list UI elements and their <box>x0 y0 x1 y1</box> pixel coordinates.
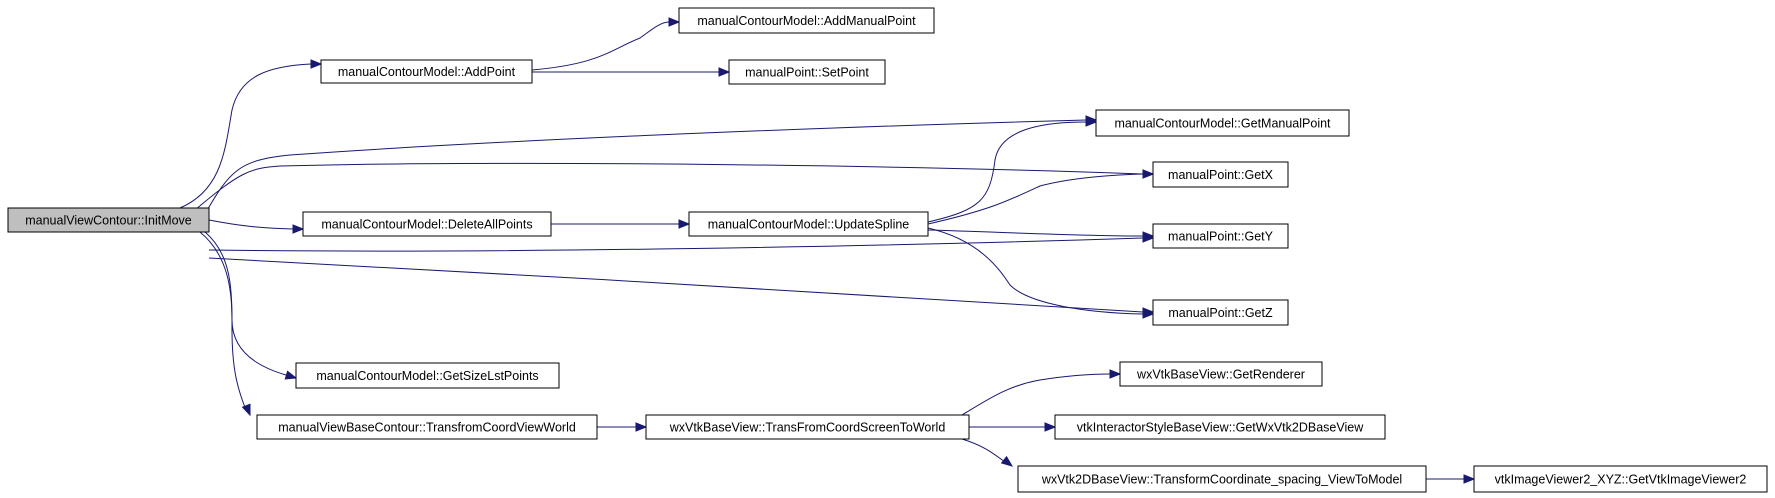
arrowhead-icon <box>1463 474 1476 484</box>
edge-initmove-to-gety <box>208 237 1144 252</box>
node-getmanualpoint[interactable]: manualContourModel::GetManualPoint <box>1095 109 1350 137</box>
node-transscreen[interactable]: wxVtkBaseView::TransFromCoordScreenToWor… <box>645 414 970 440</box>
node-box <box>728 59 886 85</box>
node-getimageviewer[interactable]: vtkImageViewer2_XYZ::GetVtkImageViewer2 <box>1473 465 1768 493</box>
edge-initmove-to-deleteall <box>208 219 294 230</box>
edge-initmove-to-getmanualpoint <box>204 119 1087 215</box>
node-box <box>1054 414 1386 440</box>
arrowhead-icon <box>1142 169 1155 179</box>
edge-addpoint-to-addmanualpoint <box>531 21 670 71</box>
node-box <box>1017 465 1427 493</box>
node-label: manualContourModel::GetManualPoint <box>1114 116 1331 130</box>
edge-updatespline-to-gety <box>927 229 1144 237</box>
node-label: manualContourModel::DeleteAllPoints <box>321 217 532 231</box>
node-box <box>1152 299 1289 326</box>
node-deleteall[interactable]: manualContourModel::DeleteAllPoints <box>302 211 552 237</box>
arrowhead-icon <box>668 17 681 27</box>
node-getwxvtk2d[interactable]: vtkInteractorStyleBaseView::GetWxVtk2DBa… <box>1054 414 1386 440</box>
node-addpoint[interactable]: manualContourModel::AddPoint <box>320 59 533 84</box>
node-box <box>688 211 929 237</box>
arrowhead-icon <box>1142 309 1155 319</box>
node-getz[interactable]: manualPoint::GetZ <box>1152 299 1289 326</box>
node-box <box>256 414 598 440</box>
node-label: manualContourModel::AddManualPoint <box>697 14 916 28</box>
node-label: manualPoint::GetZ <box>1168 306 1273 320</box>
node-box <box>1095 109 1350 137</box>
edge-initmove-to-getx <box>194 162 1144 211</box>
node-initmove[interactable]: manualViewContour::InitMove <box>7 207 210 233</box>
edge-updatespline-to-getz <box>927 227 1144 315</box>
arrowhead-icon <box>1085 117 1098 127</box>
call-graph-edges <box>179 17 1476 484</box>
arrowhead-icon <box>1000 455 1014 467</box>
arrowhead-icon <box>284 370 298 380</box>
node-label: manualPoint::GetY <box>1168 229 1274 243</box>
node-box <box>320 59 533 84</box>
node-box <box>302 211 552 237</box>
node-label: vtkImageViewer2_XYZ::GetVtkImageViewer2 <box>1495 472 1747 486</box>
node-box <box>678 7 935 34</box>
arrowhead-icon <box>635 422 648 432</box>
node-box <box>1473 465 1768 493</box>
edge-updatespline-to-getx <box>927 173 1144 225</box>
node-transformspacing[interactable]: wxVtk2DBaseView::TransformCoordinate_spa… <box>1017 465 1427 493</box>
edge-initmove-to-getsize <box>199 231 287 376</box>
edge-initmove-to-getz <box>208 257 1144 313</box>
node-box <box>295 362 560 389</box>
node-box <box>7 207 210 233</box>
node-label: manualPoint::SetPoint <box>745 65 869 79</box>
node-label: manualViewContour::InitMove <box>25 213 192 227</box>
node-transfromcoord[interactable]: manualViewBaseContour::TransfromCoordVie… <box>256 414 598 440</box>
node-label: wxVtkBaseView::GetRenderer <box>1136 367 1305 381</box>
node-label: manualContourModel::UpdateSpline <box>708 217 910 231</box>
arrowhead-icon <box>241 403 251 417</box>
node-gety[interactable]: manualPoint::GetY <box>1152 223 1289 249</box>
node-getx[interactable]: manualPoint::GetX <box>1152 161 1289 188</box>
node-setpoint[interactable]: manualPoint::SetPoint <box>728 59 886 85</box>
call-graph-nodes: manualViewContour::InitMovemanualContour… <box>7 7 1768 493</box>
arrowhead-icon <box>310 59 323 69</box>
arrowhead-icon <box>292 224 305 234</box>
edge-initmove-to-transfromcoord <box>204 231 247 411</box>
node-box <box>645 414 970 440</box>
node-getsize[interactable]: manualContourModel::GetSizeLstPoints <box>295 362 560 389</box>
edge-transscreen-to-transformspacing <box>961 438 1006 463</box>
arrowhead-icon <box>1044 422 1057 432</box>
arrowhead-icon <box>1109 369 1122 379</box>
node-addmanualpoint[interactable]: manualContourModel::AddManualPoint <box>678 7 935 34</box>
node-getrenderer[interactable]: wxVtkBaseView::GetRenderer <box>1119 361 1323 387</box>
node-box <box>1152 223 1289 249</box>
node-label: manualContourModel::AddPoint <box>338 65 516 79</box>
node-box <box>1152 161 1289 188</box>
node-label: wxVtkBaseView::TransFromCoordScreenToWor… <box>669 420 946 434</box>
node-label: manualContourModel::GetSizeLstPoints <box>316 369 538 383</box>
node-label: vtkInteractorStyleBaseView::GetWxVtk2DBa… <box>1077 420 1364 434</box>
arrowhead-icon <box>718 67 731 77</box>
node-updatespline[interactable]: manualContourModel::UpdateSpline <box>688 211 929 237</box>
arrowhead-icon <box>678 219 691 229</box>
node-label: wxVtk2DBaseView::TransformCoordinate_spa… <box>1041 472 1402 486</box>
node-box <box>1119 361 1323 387</box>
edge-transscreen-to-getrenderer <box>961 373 1111 416</box>
arrowhead-icon <box>1142 231 1155 241</box>
node-label: manualViewBaseContour::TransfromCoordVie… <box>278 420 576 434</box>
edge-initmove-to-addpoint <box>179 63 312 209</box>
edge-updatespline-to-getmanualpoint <box>927 121 1087 223</box>
node-label: manualPoint::GetX <box>1168 168 1274 182</box>
